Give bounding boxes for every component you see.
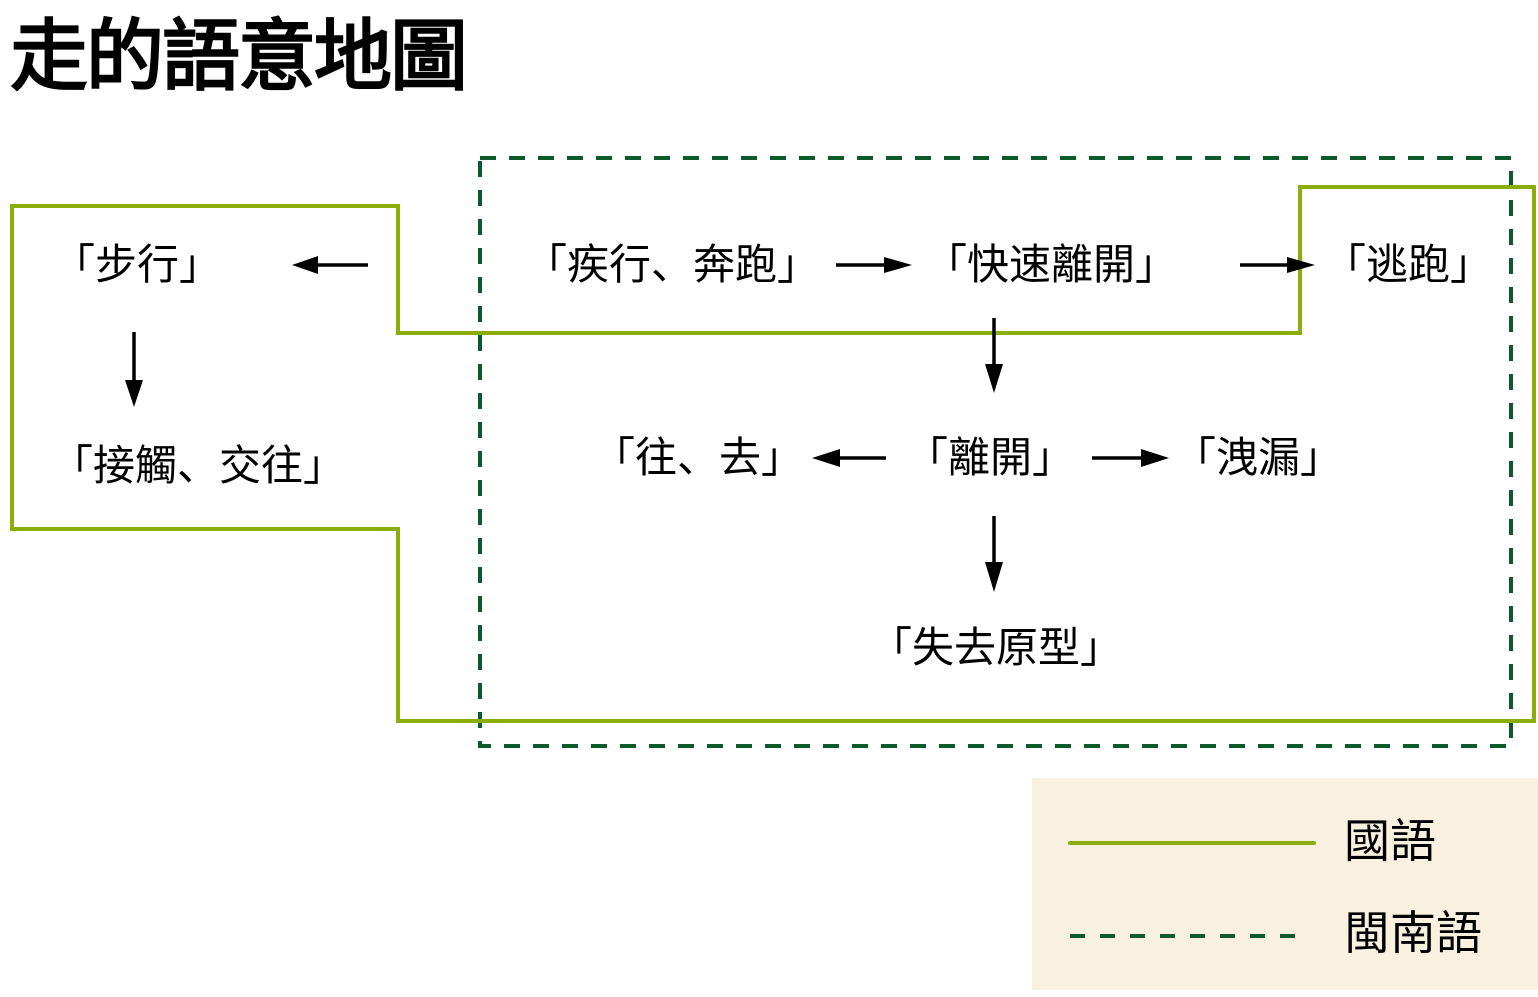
legend-label-minnan: 閩南語	[1344, 906, 1482, 960]
page-title: 走的語意地圖	[10, 12, 468, 102]
arrows	[125, 256, 1315, 592]
arrow-leave-fast-to-leave	[985, 318, 1003, 393]
mandarin-region-boundary	[10, 185, 1536, 723]
arrow-walk-to-contact	[125, 332, 143, 407]
node-lose-shape: 「失去原型」	[869, 623, 1123, 672]
node-run: 「疾行、奔跑」	[524, 240, 820, 289]
arrow-leave-to-lose-shape	[985, 516, 1003, 592]
arrow-leave-fast-to-escape	[1240, 257, 1315, 273]
arrow-run-to-walk	[292, 256, 368, 274]
arrow-leave-to-leak	[1092, 449, 1169, 467]
node-escape: 「逃跑」	[1323, 240, 1493, 289]
legend: 國語 閩南語	[1032, 778, 1538, 990]
node-leave-fast: 「快速離開」	[924, 240, 1178, 289]
arrow-leave-to-go	[812, 449, 886, 467]
node-leave: 「離開」	[905, 433, 1075, 482]
node-go: 「往、去」	[592, 433, 804, 482]
node-contact: 「接觸、交往」	[50, 441, 346, 490]
arrow-run-to-leave-fast	[836, 257, 912, 273]
legend-swatches	[1068, 841, 1316, 938]
legend-label-mandarin: 國語	[1344, 814, 1436, 868]
minnan-region-boundary	[478, 156, 1513, 748]
node-walk: 「步行」	[52, 240, 222, 289]
node-leak: 「洩漏」	[1173, 433, 1343, 482]
